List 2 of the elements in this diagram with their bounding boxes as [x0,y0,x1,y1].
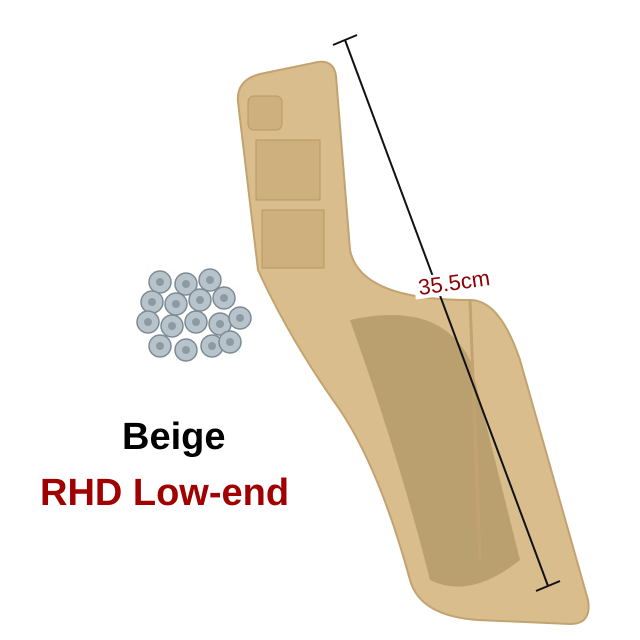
color-label: Beige [122,418,226,456]
variant-label: RHD Low-end [40,474,290,512]
